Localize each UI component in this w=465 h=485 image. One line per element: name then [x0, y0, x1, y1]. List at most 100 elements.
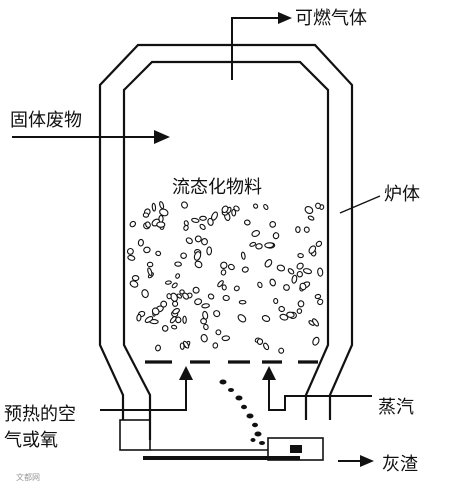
particle [308, 245, 317, 254]
air-up-arrow-2 [262, 366, 276, 392]
particle [191, 217, 200, 223]
label-ash: 灰渣 [382, 454, 418, 475]
particle [127, 254, 136, 261]
solid-waste-arrow [12, 130, 170, 144]
particle [243, 219, 251, 226]
particle [317, 267, 324, 277]
particle [227, 263, 235, 271]
particle [231, 208, 237, 217]
particle [169, 316, 177, 324]
particle [156, 221, 166, 228]
particle [307, 215, 315, 221]
particle [203, 323, 209, 331]
particle [312, 336, 320, 346]
gas-outlet-arrow [231, 12, 292, 80]
particle [278, 347, 285, 354]
particle [179, 289, 185, 295]
particle [199, 215, 207, 221]
particle [180, 252, 187, 259]
particle [181, 201, 188, 209]
particle [144, 316, 154, 323]
particle [182, 292, 190, 300]
particle [142, 212, 150, 218]
particle [175, 316, 182, 324]
particle [159, 201, 165, 210]
particle [155, 344, 161, 352]
particle [269, 221, 277, 228]
particle [299, 282, 307, 291]
falling-ash [219, 379, 265, 445]
particle [295, 226, 301, 234]
particle [238, 299, 247, 305]
particle [283, 284, 290, 291]
furnace-inner-wall [122, 60, 330, 440]
particle [264, 242, 275, 249]
ash-outlet-arrow [338, 455, 374, 467]
particle [172, 300, 179, 307]
particle [302, 268, 313, 275]
particle [221, 284, 227, 291]
particle [314, 293, 322, 300]
particle [141, 289, 149, 299]
label-preheated-air-line1: 预热的空 [4, 404, 76, 425]
particle [147, 267, 153, 276]
particle [126, 247, 134, 255]
particle [151, 202, 157, 212]
steam-line [268, 392, 372, 411]
particle [311, 318, 320, 327]
particle [160, 300, 168, 308]
particle [174, 261, 182, 267]
particle [315, 202, 321, 209]
particle [179, 342, 185, 350]
particle [257, 281, 263, 289]
label-steam: 蒸汽 [378, 397, 414, 418]
particle [199, 223, 206, 230]
particle [217, 280, 224, 288]
particle [200, 318, 208, 325]
particle [194, 260, 203, 269]
label-combustible-gas: 可燃气体 [295, 8, 367, 29]
particle [176, 293, 183, 299]
furnace-leader-line [339, 195, 381, 214]
particle [182, 315, 187, 324]
particle [172, 308, 180, 315]
particle [151, 307, 160, 316]
particle [222, 294, 230, 302]
particle [192, 286, 200, 294]
particle [213, 310, 221, 318]
particle [240, 251, 246, 260]
particle [264, 259, 273, 268]
particle [220, 269, 227, 276]
particle [279, 313, 289, 321]
label-preheated-air-line2: 气或氧 [4, 430, 58, 451]
particle [296, 270, 303, 278]
particle [297, 300, 305, 308]
particle [291, 274, 298, 284]
particle [145, 221, 151, 228]
particle [221, 335, 231, 342]
particle [263, 203, 269, 211]
particle [269, 278, 276, 287]
particle [297, 253, 304, 259]
label-furnace-body: 炉体 [384, 184, 420, 205]
particle [200, 333, 208, 343]
particle [212, 342, 219, 349]
particle [207, 217, 214, 226]
particle [193, 251, 202, 261]
particle [166, 293, 172, 300]
particle [201, 303, 210, 309]
particle [278, 305, 286, 313]
particle [256, 338, 264, 345]
fluidized-particles [126, 201, 325, 354]
particle [194, 298, 203, 306]
particle [129, 280, 139, 288]
particle [175, 273, 181, 279]
label-fluidized-material: 流态化物料 [172, 177, 262, 198]
particle [155, 250, 162, 257]
air-up-arrow-1 [179, 366, 193, 392]
particle [273, 297, 279, 305]
particle [317, 298, 324, 306]
particle [221, 205, 229, 214]
watermark-text: 文都网 [16, 472, 40, 482]
